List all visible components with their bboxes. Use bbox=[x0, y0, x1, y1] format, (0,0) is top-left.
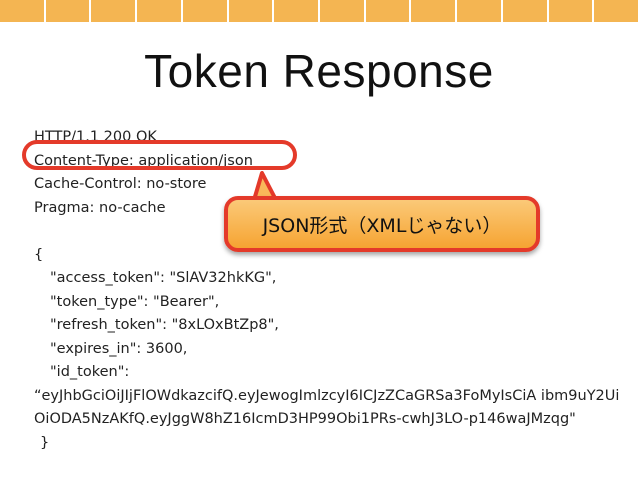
cache-control-header: Cache-Control: no-store bbox=[34, 176, 207, 192]
top-bar-cell bbox=[274, 0, 319, 22]
slide-title: Token Response bbox=[144, 45, 494, 97]
content-type-header: Content-Type: application/json bbox=[34, 152, 253, 169]
top-bar-cell bbox=[320, 0, 364, 22]
top-bar-cell bbox=[365, 0, 410, 22]
top-bar-cell bbox=[548, 0, 593, 22]
json-id-token-key: "id_token": bbox=[50, 364, 130, 380]
json-format-callout: JSON形式（XMLじゃない） bbox=[224, 196, 540, 252]
top-bar-cell bbox=[411, 0, 456, 22]
json-access-token: "access_token": "SlAV32hkKG", bbox=[50, 270, 277, 286]
top-bar-cell bbox=[0, 0, 44, 22]
top-color-bar bbox=[0, 0, 638, 22]
top-bar-cell bbox=[182, 0, 227, 22]
json-token-type: "token_type": "Bearer", bbox=[50, 293, 220, 310]
json-expires-in: "expires_in": 3600, bbox=[50, 340, 188, 357]
json-id-token-value: “eyJhbGciOiJIjFlOWdkazcifQ.eyJewogImlzcy… bbox=[34, 387, 620, 428]
pragma-header: Pragma: no-cache bbox=[34, 199, 166, 216]
json-open-brace: { bbox=[34, 246, 44, 263]
json-refresh-token: "refresh_token": "8xLOxBtZp8", bbox=[50, 317, 279, 333]
top-bar-cell bbox=[228, 0, 273, 22]
top-bar-cell bbox=[594, 0, 638, 22]
top-bar-cell bbox=[45, 0, 90, 22]
top-bar-cell bbox=[502, 0, 547, 22]
json-close-brace: } bbox=[40, 434, 50, 451]
content-type-highlight bbox=[22, 140, 297, 170]
top-bar-cell bbox=[137, 0, 181, 22]
top-bar-cell bbox=[91, 0, 136, 22]
top-bar-cell bbox=[457, 0, 501, 22]
http-response-block: HTTP/1.1 200 OK Content-Type: applicatio… bbox=[34, 126, 624, 455]
